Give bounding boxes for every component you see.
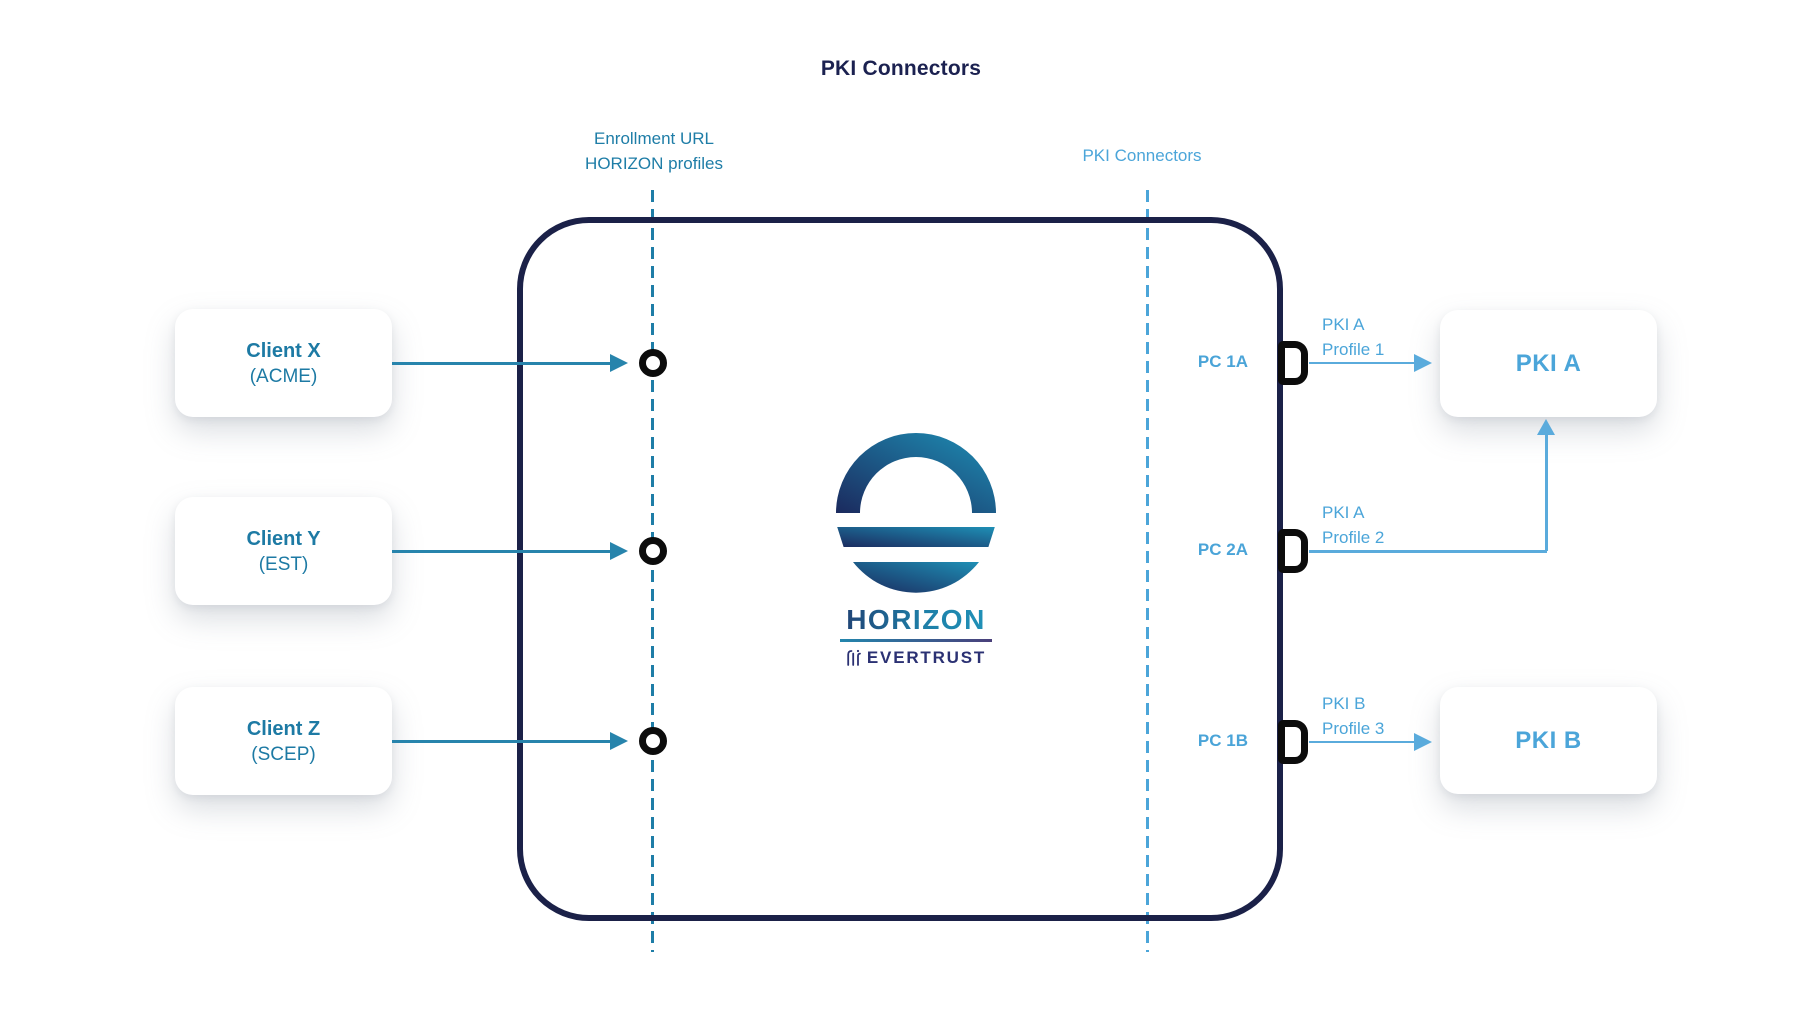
enrollment-zone-label: Enrollment URL HORIZON profiles: [585, 126, 723, 176]
client-x-card: Client X (ACME): [175, 309, 392, 417]
client-x-arrow-line: [392, 361, 610, 365]
client-protocol: (EST): [258, 553, 309, 575]
pc1a-arrowhead-icon: [1414, 354, 1432, 372]
enrollment-endpoint-circle: [639, 537, 667, 565]
client-y-card: Client Y (EST): [175, 497, 392, 605]
horizon-logo-mark-icon: [836, 433, 996, 593]
client-name: Client Z: [246, 717, 321, 740]
client-z-arrow-line: [392, 739, 610, 743]
pki-a-card: PKI A: [1440, 310, 1657, 417]
horizon-wordmark: HORIZON: [831, 604, 1001, 636]
profile-label-line2: Profile 3: [1322, 719, 1385, 738]
profile-label-line1: PKI B: [1322, 694, 1366, 713]
pki-b-label: PKI B: [1515, 726, 1582, 754]
profile-label-line1: PKI A: [1322, 315, 1365, 334]
pc2a-arrow-line-vertical: [1545, 430, 1548, 551]
pc2a-arrowhead-icon: [1537, 419, 1555, 435]
pki-b-card: PKI B: [1440, 687, 1657, 794]
enrollment-dashed-line: [651, 190, 654, 952]
client-x-arrowhead-icon: [610, 354, 628, 372]
port-label-pc2a: PC 2A: [1197, 540, 1248, 559]
pki-a-label: PKI A: [1515, 349, 1582, 377]
pc2a-profile-label: PKI A Profile 2: [1322, 500, 1384, 550]
enrollment-zone-label-line2: HORIZON profiles: [585, 154, 723, 173]
pc1b-arrow-line: [1309, 740, 1415, 743]
client-name: Client Y: [246, 527, 321, 550]
client-protocol: (ACME): [249, 365, 318, 387]
pc2a-arrow-line-horizontal: [1309, 550, 1547, 553]
enrollment-endpoint-circle: [639, 727, 667, 755]
client-y-arrowhead-icon: [610, 542, 628, 560]
client-z-arrowhead-icon: [610, 732, 628, 750]
client-y-arrow-line: [392, 549, 610, 553]
pc1a-profile-label: PKI A Profile 1: [1322, 312, 1384, 362]
pc1b-arrowhead-icon: [1414, 733, 1432, 751]
client-z-card: Client Z (SCEP): [175, 687, 392, 795]
pc1b-profile-label: PKI B Profile 3: [1322, 691, 1384, 741]
connector-dashed-line: [1146, 190, 1149, 952]
client-protocol: (SCEP): [251, 743, 316, 765]
profile-label-line2: Profile 1: [1322, 340, 1385, 359]
client-name: Client X: [246, 339, 321, 362]
enrollment-zone-label-line1: Enrollment URL: [593, 129, 714, 148]
horizon-logo: HORIZON EVERTRUST: [831, 429, 1001, 668]
enrollment-endpoint-circle: [639, 349, 667, 377]
profile-label-line1: PKI A: [1322, 503, 1365, 522]
port-label-pc1b: PC 1B: [1197, 731, 1248, 750]
evertrust-wordmark: EVERTRUST: [866, 647, 987, 667]
logo-underline: [840, 639, 992, 642]
pki-connector-port-icon: [1278, 720, 1308, 764]
page-title: PKI Connectors: [820, 57, 982, 80]
pki-connector-port-icon: [1278, 529, 1308, 573]
profile-label-line2: Profile 2: [1322, 528, 1385, 547]
connector-zone-label: PKI Connectors: [1082, 146, 1202, 165]
pc1a-arrow-line: [1309, 361, 1415, 364]
evertrust-mark-icon: [847, 649, 861, 666]
port-label-pc1a: PC 1A: [1197, 352, 1248, 371]
pki-connector-port-icon: [1278, 341, 1308, 385]
